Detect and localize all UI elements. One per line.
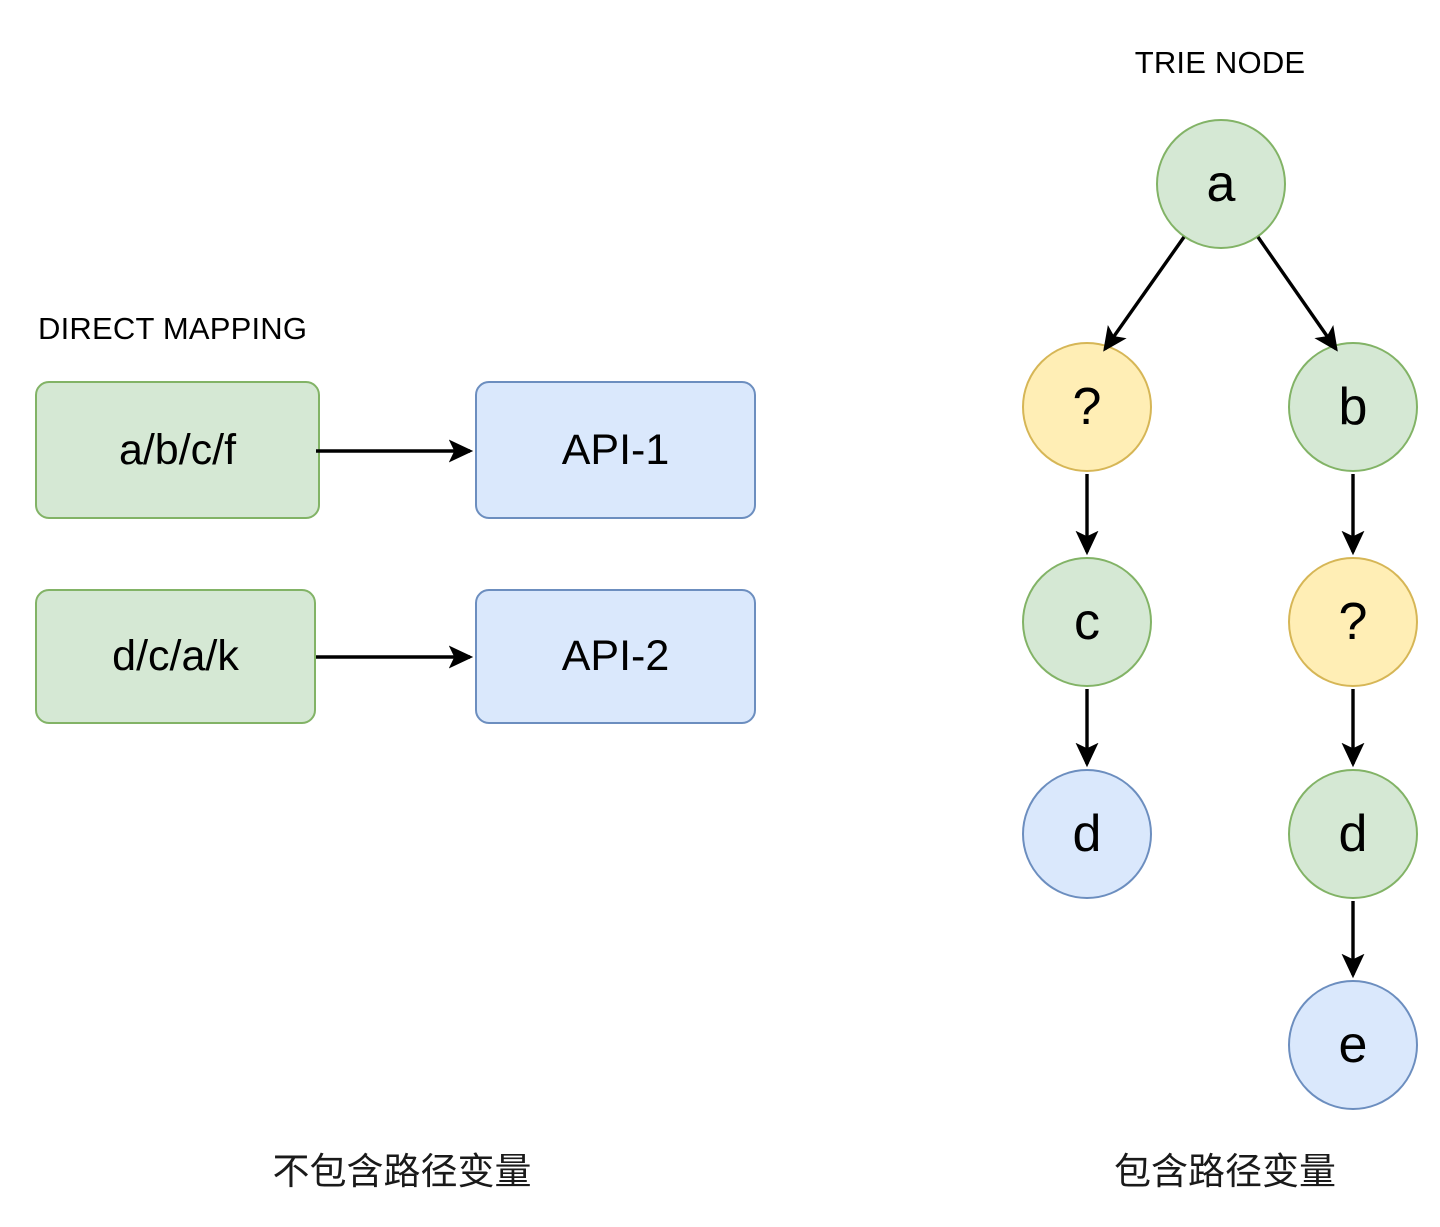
trie-node-e[interactable]: e <box>1288 980 1418 1110</box>
direct-mapping-title: DIRECT MAPPING <box>38 311 308 346</box>
trie-node-d-right[interactable]: d <box>1288 769 1418 899</box>
trie-node-title: TRIE NODE <box>1134 45 1306 80</box>
path-box-2[interactable]: d/c/a/k <box>35 589 316 724</box>
trie-node-wildcard-1[interactable]: ? <box>1022 342 1152 472</box>
trie-node-c[interactable]: c <box>1022 557 1152 687</box>
trie-node-d-left[interactable]: d <box>1022 769 1152 899</box>
path-box-1[interactable]: a/b/c/f <box>35 381 320 519</box>
caption-with-path-variable: 包含路径变量 <box>1114 1151 1336 1192</box>
trie-node-wildcard-2[interactable]: ? <box>1288 557 1418 687</box>
caption-no-path-variable: 不包含路径变量 <box>272 1151 532 1192</box>
api-box-2[interactable]: API-2 <box>475 589 756 724</box>
trie-node-a[interactable]: a <box>1156 119 1286 249</box>
trie-edge-a-to-b <box>1256 236 1338 352</box>
trie-edge-a-to-wildcard1 <box>1103 236 1186 352</box>
api-box-1[interactable]: API-1 <box>475 381 756 519</box>
trie-node-b[interactable]: b <box>1288 342 1418 472</box>
